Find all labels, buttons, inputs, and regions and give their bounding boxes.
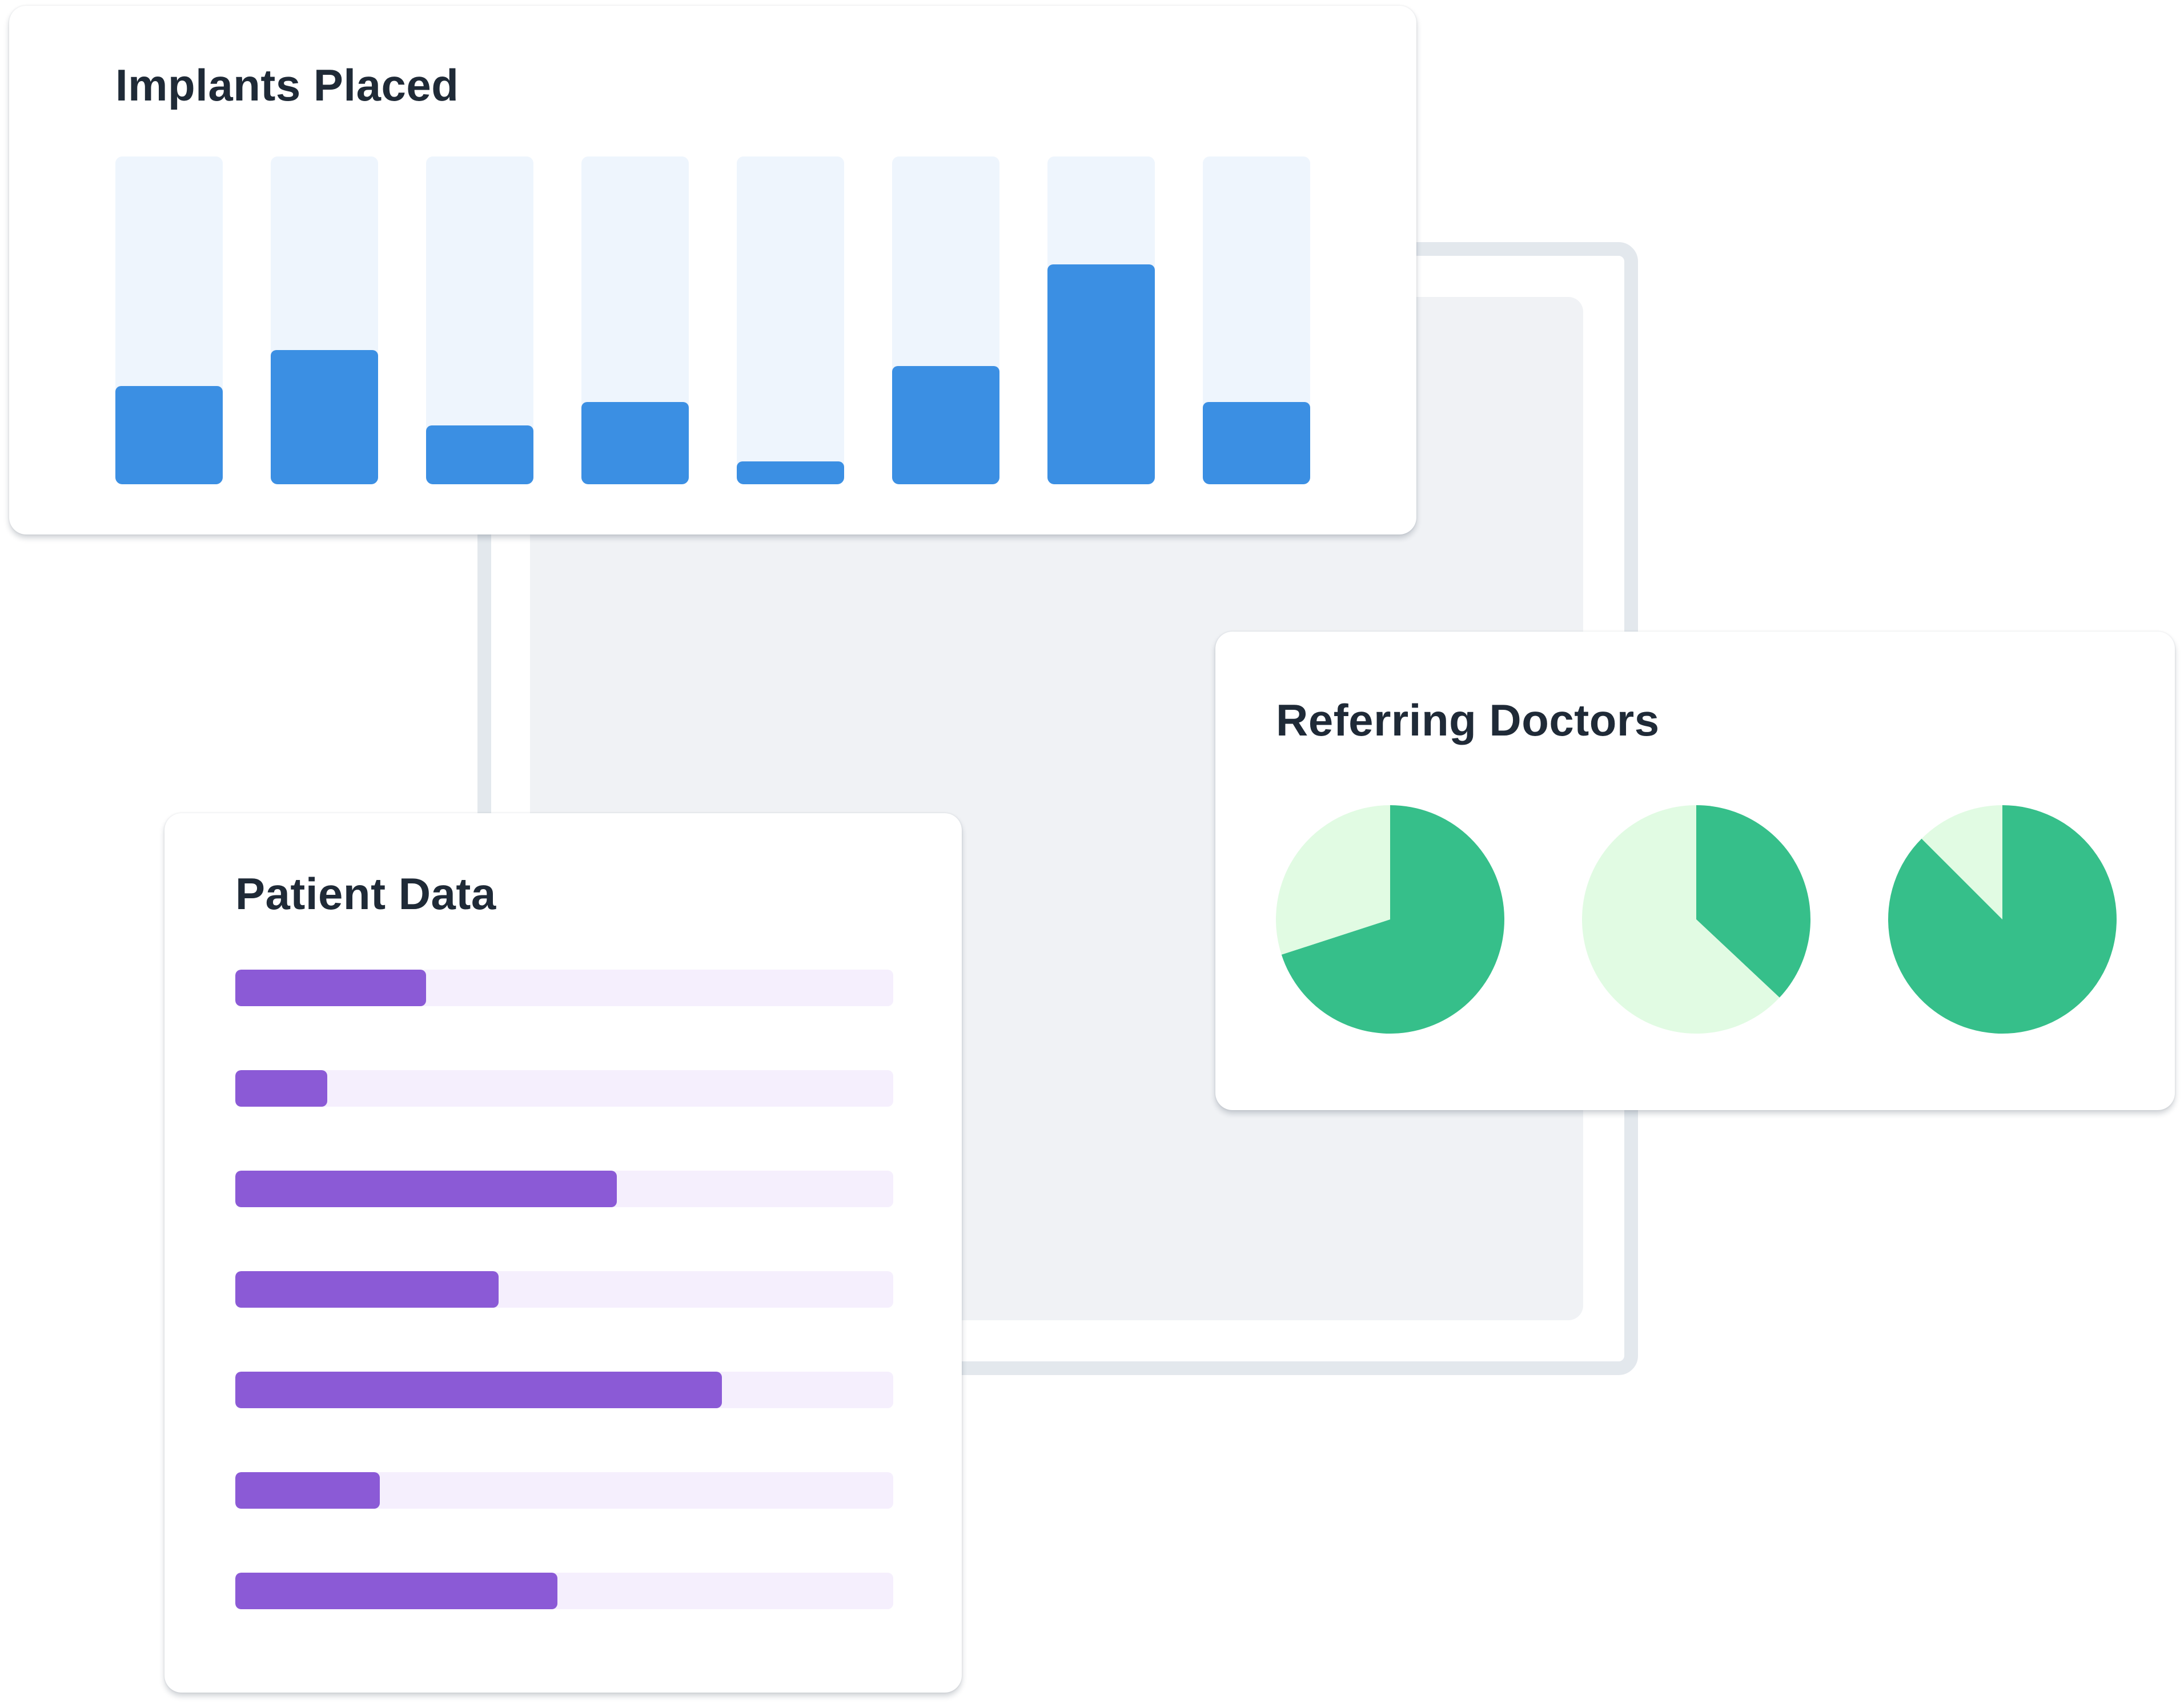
pie-slice [1582, 805, 1780, 1034]
pie-slice [1921, 805, 2002, 919]
pie-slice [1696, 805, 1810, 998]
patient-bar [235, 970, 426, 1006]
implant-bar-track [1047, 156, 1155, 484]
patient-bar-track [235, 970, 893, 1006]
implant-bar [737, 461, 844, 484]
patient-data-card: Patient Data [164, 813, 962, 1693]
patient-bar-track [235, 1573, 893, 1609]
patient-bar [235, 1070, 327, 1107]
patient-bar [235, 1271, 499, 1308]
patient-bar-track [235, 1171, 893, 1207]
implant-bar-track [271, 156, 378, 484]
implant-bar-track [1203, 156, 1310, 484]
implant-bar-track [115, 156, 223, 484]
patient-bar-track [235, 1472, 893, 1509]
implant-bar [581, 402, 689, 484]
referring-doctors-card: Referring Doctors [1215, 632, 2175, 1110]
implant-bar [426, 425, 533, 484]
patient-bar-track [235, 1372, 893, 1408]
pie-slice [1276, 805, 1390, 955]
implants-bar-chart [115, 156, 1320, 484]
referring-pie-chart [1276, 805, 1504, 1034]
patient-bar [235, 1372, 722, 1408]
implant-bar [271, 350, 378, 484]
implant-bar [115, 386, 223, 484]
patient-bar [235, 1573, 557, 1609]
implant-bar [892, 366, 999, 484]
implants-placed-card: Implants Placed [9, 6, 1416, 534]
patient-bar-track [235, 1070, 893, 1107]
patient-bar [235, 1472, 380, 1509]
implant-bar [1203, 402, 1310, 484]
implants-placed-title: Implants Placed [115, 60, 459, 110]
referring-pie-chart [1582, 805, 1810, 1034]
patient-bar [235, 1171, 617, 1207]
implant-bar-track [737, 156, 844, 484]
implant-bar [1047, 264, 1155, 484]
implant-bar-track [426, 156, 533, 484]
pie-slice [1281, 805, 1504, 1034]
implant-bar-track [581, 156, 689, 484]
referring-doctors-title: Referring Doctors [1276, 695, 1660, 745]
implant-bar-track [892, 156, 999, 484]
referring-pie-chart [1888, 805, 2117, 1034]
patient-bar-track [235, 1271, 893, 1308]
patient-data-title: Patient Data [235, 869, 496, 919]
